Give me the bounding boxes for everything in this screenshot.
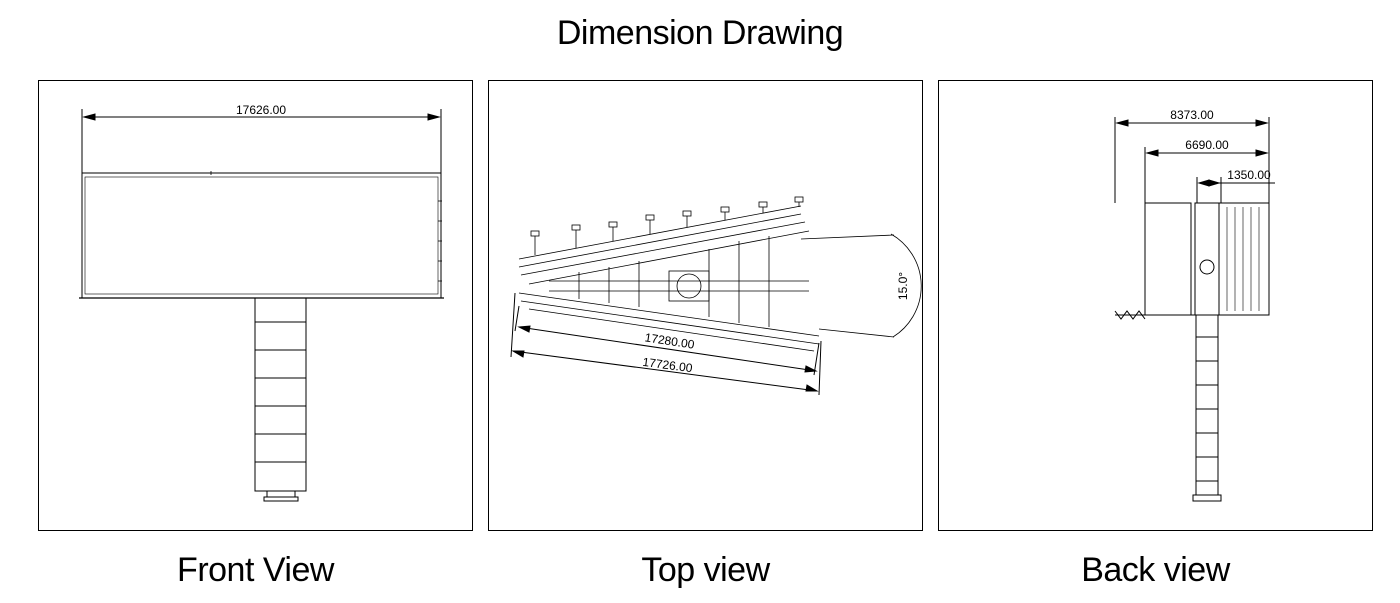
front-width-dimension	[81, 109, 442, 173]
back-small-label: 1350.00	[1227, 168, 1271, 182]
back-mid-label: 6690.00	[1185, 138, 1229, 152]
top-angle-label: 15.0°	[896, 272, 910, 300]
back-view-caption: Back view	[1081, 551, 1230, 589]
back-overall-label: 8373.00	[1170, 108, 1214, 122]
top-view-panel: 15.0° 17280.00 17726.00	[488, 80, 923, 531]
top-outer-label: 17726.00	[642, 355, 694, 375]
front-view-panel: 17626.00	[38, 80, 473, 531]
front-billboard-panel	[79, 171, 444, 299]
back-view-drawing: 8373.00 6690.00 1350.00	[1114, 108, 1275, 502]
back-view-panel: 8373.00 6690.00 1350.00	[938, 80, 1373, 531]
front-view-caption: Front View	[177, 551, 334, 589]
top-view-drawing: 15.0° 17280.00 17726.00	[510, 196, 922, 396]
top-structure	[518, 196, 922, 352]
top-view-caption: Top view	[641, 551, 770, 589]
front-view-drawing: 17626.00	[79, 103, 444, 502]
top-outer-dimension	[510, 292, 822, 396]
top-inner-label: 17280.00	[644, 330, 696, 351]
top-inner-dimension	[514, 305, 820, 376]
front-column	[254, 297, 307, 502]
back-structure	[1114, 202, 1270, 502]
page-title: Dimension Drawing	[556, 14, 844, 52]
front-width-label: 17626.00	[236, 103, 286, 117]
back-dimensions	[1114, 117, 1275, 203]
